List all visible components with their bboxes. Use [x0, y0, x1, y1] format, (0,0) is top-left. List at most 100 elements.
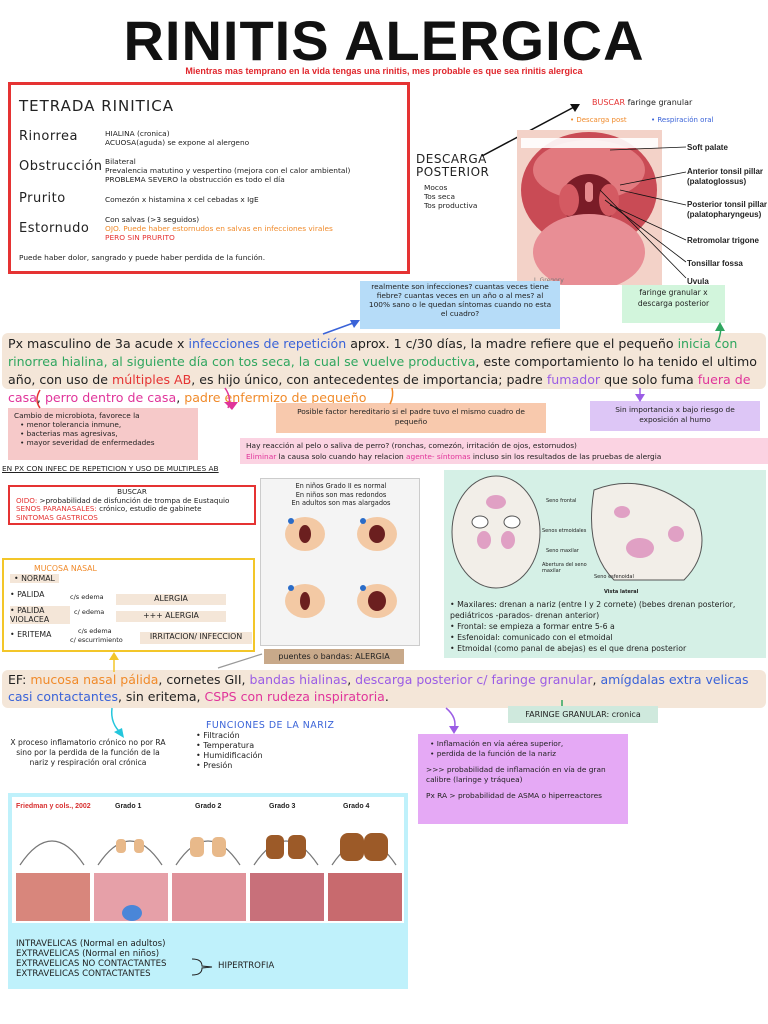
- case-fuera-casa: fuera de casa: [8, 372, 751, 405]
- funciones-item-4-text: Presión: [203, 761, 233, 770]
- ef-descarga: descarga posterior c/ faringe granular: [355, 672, 593, 687]
- case-paragraph: Px masculino de 3a acude x infecciones d…: [2, 333, 766, 405]
- case-text-i: que solo fuma: [600, 372, 698, 387]
- tetrada-box: TETRADA RINITICA Rinorrea HIALINA (croni…: [8, 82, 410, 274]
- ef-period: .: [384, 689, 389, 704]
- reaccion-eliminar: Eliminar: [246, 452, 277, 461]
- case-text-a: Px masculino de 3a acude x: [8, 336, 189, 351]
- case-fumador: fumador: [546, 372, 601, 387]
- ef-mucosa: mucosa nasal pálida: [30, 672, 159, 687]
- tetrada-heading: TETRADA RINITICA: [19, 97, 175, 115]
- descarga-item-3: Tos productiva: [424, 201, 478, 210]
- seno-item-etmoidal-text: Etmoidal (como panal de abejas) es el qu…: [457, 644, 687, 653]
- seno-item-maxilares-text: Maxilares: drenan a nariz (entre I y 2 c…: [450, 600, 736, 620]
- microbiota-item-1: • menor tolerancia inmune,: [20, 420, 122, 429]
- ef-text-i: , sin eritema,: [117, 689, 205, 704]
- case-text-g: , es hijo único, con antecedentes de imp…: [191, 372, 547, 387]
- buscar-oido-label: OIDO:: [16, 495, 38, 505]
- descarga-item-1: Mocos: [424, 183, 448, 192]
- reaccion-line-2: Eliminar la causa solo cuando hay relaci…: [246, 451, 762, 462]
- throat-leader-lines: [599, 146, 687, 279]
- obstruccion-line-3: PROBLEMA SEVERO la obstrucción es todo e…: [105, 175, 285, 184]
- funciones-block: FUNCIONES DE LA NARIZ • Filtración • Tem…: [196, 720, 334, 771]
- image-credit: J. Gregory: [534, 277, 564, 284]
- friedman-panel: Friedman y cols., 2002 Grado 1 Grado 2 G…: [12, 797, 404, 923]
- buscar-faringe: BUSCAR faringe granular: [592, 98, 692, 107]
- faringe-cronica-box: FARINGE GRANULAR: cronica: [508, 706, 658, 723]
- intravelicas-3: EXTRAVELICAS NO CONTACTANTES: [16, 959, 167, 969]
- mucosa-box: MUCOSA NASAL • NORMAL • PALIDA c/s edema…: [2, 558, 255, 652]
- microbiota-item-2-text: bacterias mas agresivas,: [26, 429, 118, 438]
- mucosa-palida: • PALIDA: [10, 590, 45, 599]
- case-perro: perro dentro de casa: [44, 390, 177, 405]
- mucosa-alergia-1: ALERGIA: [116, 594, 226, 605]
- funciones-item-2: • Temperatura: [196, 741, 255, 750]
- nose-drawings: [285, 517, 397, 618]
- skull-vista-lateral: Vista lateral: [604, 589, 639, 595]
- skull-drawing: [451, 475, 703, 589]
- rinorrea-label: Rinorrea: [19, 129, 78, 144]
- funciones-title: FUNCIONES DE LA NARIZ: [206, 720, 335, 731]
- senos-box: Seno frontal Senos etmoidales Seno maxil…: [444, 470, 766, 658]
- ef-csps: CSPS con rudeza inspiratoria: [204, 689, 385, 704]
- buscar-title: BUSCAR: [117, 487, 147, 496]
- mucosa-edema-3a: c/s edema: [78, 627, 112, 635]
- mucosa-edema-1: c/s edema: [70, 593, 104, 601]
- funciones-item-4: • Presión: [196, 761, 233, 770]
- microbiota-item-2: • bacterias mas agresivas,: [20, 429, 118, 438]
- microbiota-box: Cambio de microbiota, favorece la • meno…: [8, 408, 198, 460]
- intravelicas-list: INTRAVELICAS (Normal en adultos) EXTRAVE…: [16, 939, 167, 979]
- microbiota-item-1-text: menor tolerancia inmune,: [26, 420, 122, 429]
- faringe-box: faringe granular x descarga posterior: [622, 285, 725, 323]
- mucosa-eritema-text: ERITEMA: [17, 630, 52, 639]
- label-retromolar: Retromolar trigone: [687, 236, 760, 245]
- seno-item-maxilares: • Maxilares: drenan a nariz (entre I y 2…: [450, 600, 736, 620]
- funciones-item-2-text: Temperatura: [203, 741, 255, 750]
- buscar-word: BUSCAR: [592, 98, 626, 107]
- intravelicas-1: INTRAVELICAS (Normal en adultos): [16, 939, 166, 949]
- skull-abertura: Abertura del seno maxilar: [542, 562, 587, 574]
- mucosa-palida-violacea: • PALIDA VIOLACEA: [10, 606, 70, 624]
- obstruccion-label: Obstrucción: [19, 159, 103, 174]
- mucosa-palida-text: PALIDA: [17, 590, 45, 599]
- obstruccion-line-2: Prevalencia matutino y vespertino (mejor…: [105, 166, 351, 175]
- case-comma-1: ,: [36, 390, 45, 405]
- case-text-e: , este comportamiento lo ha tenido el ul…: [8, 354, 757, 387]
- puentes-box: puentes o bandas: ALERGIA: [264, 649, 404, 664]
- friedman-drawings: [16, 833, 402, 921]
- descarga-item-2: Tos seca: [424, 192, 455, 201]
- buscar-oido: OIDO: >probabilidad de disfunción de tro…: [16, 495, 248, 506]
- estornudo-sin-prurito: PERO SIN PRURITO: [105, 233, 175, 242]
- mucosa-normal: • NORMAL: [10, 574, 59, 583]
- intravelicas-2: EXTRAVELICAS (Normal en niños): [16, 949, 160, 959]
- skull-senos-etmoidales: Senos etmoidales: [542, 528, 587, 534]
- case-infecciones: infecciones de repetición: [188, 336, 347, 351]
- ef-comma-2: ,: [592, 672, 601, 687]
- seno-item-frontal-text: Frontal: se empieza a formar entre 5-6 a: [457, 622, 615, 631]
- en-px-label: EN PX CON INFEC DE REPETICION Y USO DE M…: [2, 464, 219, 473]
- skull-seno-esfenoidal: Seno esfenoidal: [594, 574, 634, 580]
- inflamacion-box: • Inflamación en vía aérea superior, • p…: [418, 734, 628, 824]
- mucosa-irritacion: IRRITACION/ INFECCION: [140, 632, 252, 644]
- ninos-box: En niños Grado II es normal En niños son…: [260, 478, 420, 646]
- microbiota-item-3-text: mayor severidad de enfermedades: [26, 438, 155, 447]
- friedman-grado-4: Grado 4: [343, 803, 370, 810]
- reaccion-mid: la causa solo cuando hay relacion: [276, 452, 406, 461]
- hereditario-box: Posible factor hereditario si el padre t…: [276, 403, 546, 433]
- mucosa-palida-violacea-text: PALIDA VIOLACEA: [10, 606, 50, 624]
- case-antibioticos: múltiples AB: [112, 372, 192, 387]
- estornudo-label: Estornudo: [19, 221, 90, 236]
- seno-item-esfenoidal: • Esfenoidal: comunicado con el etmoidal: [450, 633, 613, 642]
- funciones-item-1-text: Filtración: [203, 731, 240, 740]
- inflamacion-p2: Px RA > probabilidad de ASMA o hiperreac…: [426, 791, 602, 800]
- buscar-senos-text: crónico, estudio de gabinete: [96, 504, 202, 514]
- friedman-box: Friedman y cols., 2002 Grado 1 Grado 2 G…: [8, 793, 408, 989]
- reaccion-agente: agente- síntomas: [406, 452, 471, 461]
- page-title: RINITIS ALERGICA: [123, 9, 645, 72]
- funciones-item-3-text: Humidificación: [203, 751, 263, 760]
- ef-label: EF:: [8, 672, 31, 687]
- obstruccion-line-1: Bilateral: [105, 157, 136, 166]
- ninos-line-1: En niños Grado II es normal: [295, 482, 387, 490]
- label-tonsillar-fossa: Tonsillar fossa: [687, 259, 743, 268]
- ef-text-c: , cornetes GII,: [158, 672, 250, 687]
